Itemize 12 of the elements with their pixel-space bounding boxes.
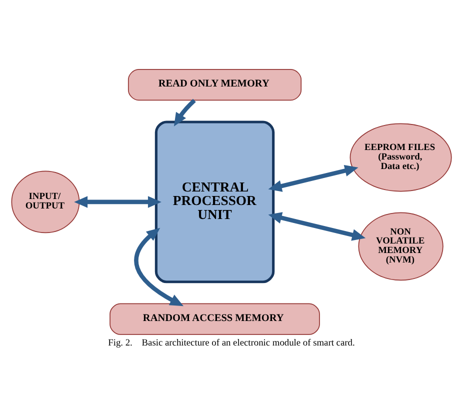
arrow (134, 227, 184, 306)
node-ellipse: EEPROM FILES (Password, Data etc.) (350, 122, 452, 192)
node-circle: INPUT/ OUTPUT (11, 170, 80, 233)
caption: Fig. 2. Basic architecture of an electronic module of smart card. (108, 338, 355, 348)
arrow (268, 164, 358, 192)
node-box: RANDOM ACCESS MEMORY (110, 302, 320, 334)
node-box: CENTRAL PROCESSOR UNIT (154, 120, 275, 283)
arrow (268, 212, 366, 240)
arrow (74, 196, 162, 208)
arrow (174, 98, 196, 126)
node-box: READ ONLY MEMORY (128, 68, 302, 100)
node-ellipse: NON VOLATILE MEMORY (NVM) (358, 212, 444, 280)
